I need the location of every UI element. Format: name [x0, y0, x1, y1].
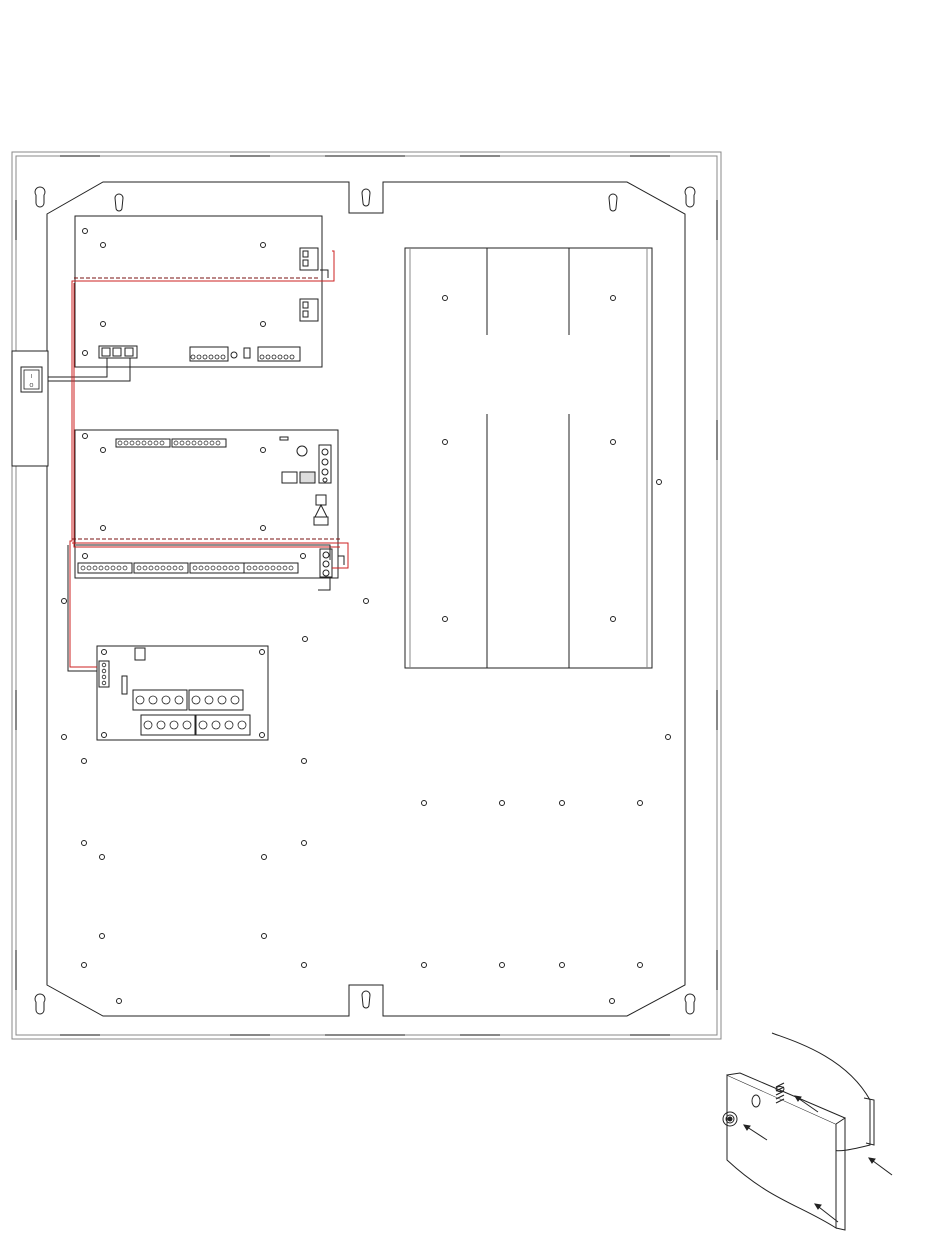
battery-bracket	[405, 248, 652, 668]
switch-on-label: I	[31, 374, 32, 380]
switch-off-label: O	[30, 383, 34, 389]
power-switch[interactable]: I O	[12, 351, 48, 466]
power-distribution-board	[97, 646, 268, 740]
hinge-detail	[723, 1033, 874, 1230]
power-supply-board	[75, 216, 322, 367]
controller-board	[75, 430, 338, 578]
